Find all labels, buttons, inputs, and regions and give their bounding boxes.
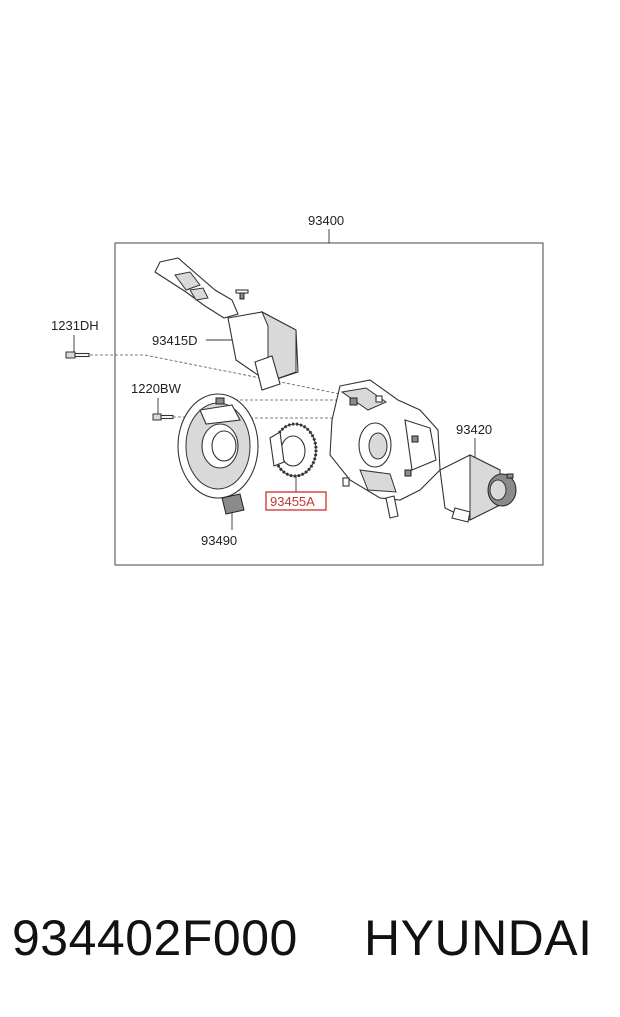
bolt-1231DH-icon bbox=[65, 351, 90, 359]
assembly-frame bbox=[114, 242, 544, 566]
label-93420: 93420 bbox=[456, 422, 492, 437]
clock-spring-icon bbox=[177, 393, 259, 515]
label-93490: 93490 bbox=[201, 533, 237, 548]
dash-line-upper bbox=[90, 354, 346, 396]
column-housing-icon bbox=[329, 379, 441, 519]
label-93415D: 93415D bbox=[152, 333, 198, 348]
sensor-ring-icon bbox=[269, 422, 318, 478]
wiper-switch-icon bbox=[439, 454, 517, 523]
label-1231DH: 1231DH bbox=[51, 318, 99, 333]
brand-text: HYUNDAI bbox=[364, 910, 593, 966]
highlight-box-93455A bbox=[265, 491, 327, 511]
label-1220BW: 1220BW bbox=[131, 381, 182, 396]
label-93455A: 93455A bbox=[270, 494, 315, 509]
lever-switch-icon bbox=[154, 257, 299, 391]
label-93400: 93400 bbox=[308, 213, 344, 228]
bolt-1220BW-icon bbox=[152, 413, 174, 421]
part-number-text: 934402F000 bbox=[12, 910, 298, 966]
parts-diagram: 93400 1231DH 93415D 1220BW 93490 bbox=[51, 213, 544, 566]
